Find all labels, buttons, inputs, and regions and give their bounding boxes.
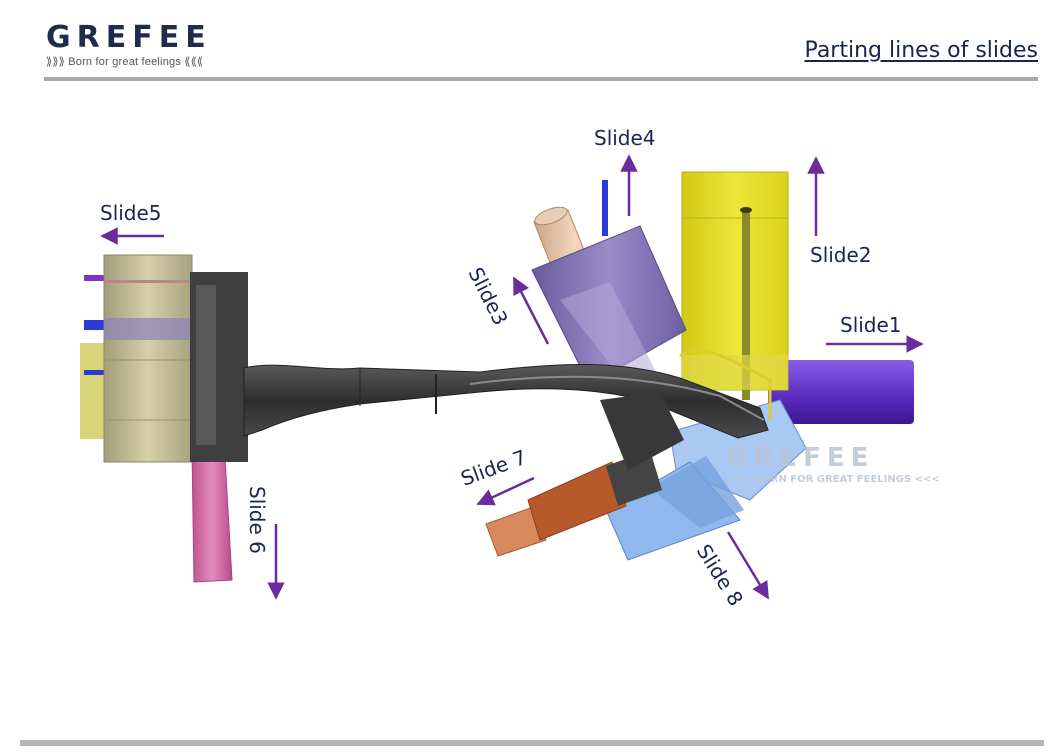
grefee-watermark: GREFEE >>> BORN FOR GREAT FEELINGS <<< (726, 443, 940, 485)
slide7-block (485, 450, 662, 557)
logo-wordmark: GREFEE (46, 20, 212, 55)
slide5-block (80, 254, 193, 463)
slide1-block (768, 360, 914, 424)
slide8-block (605, 399, 807, 561)
slide3-arrow (512, 276, 550, 345)
slide5-label: Slide5 (100, 201, 162, 225)
slide3-label: Slide3 (464, 263, 513, 329)
svg-text:>>> BORN FOR GREAT FEELINGS <<: >>> BORN FOR GREAT FEELINGS <<< (726, 474, 940, 485)
logo-tagline: ⟫⟫⟫ Born for great feelings ⟪⟪⟪ (46, 56, 204, 68)
header-divider (44, 77, 1038, 81)
page-title: Parting lines of slides (804, 38, 1038, 63)
slide1-label: Slide1 (840, 313, 902, 337)
brand-logo: GREFEE ⟫⟫⟫ Born for great feelings ⟪⟪⟪ (46, 20, 212, 69)
slide7-arrow (476, 476, 535, 506)
footer-divider (20, 740, 1044, 746)
molded-part (190, 272, 772, 470)
slide2-block (681, 171, 789, 400)
slide2-label: Slide2 (810, 243, 872, 267)
slide4-label: Slide4 (594, 126, 656, 150)
slide3-block (531, 225, 687, 392)
slide8-arrow (726, 531, 770, 600)
slide6-label: Slide 6 (245, 486, 269, 554)
svg-text:GREFEE: GREFEE (726, 443, 874, 473)
